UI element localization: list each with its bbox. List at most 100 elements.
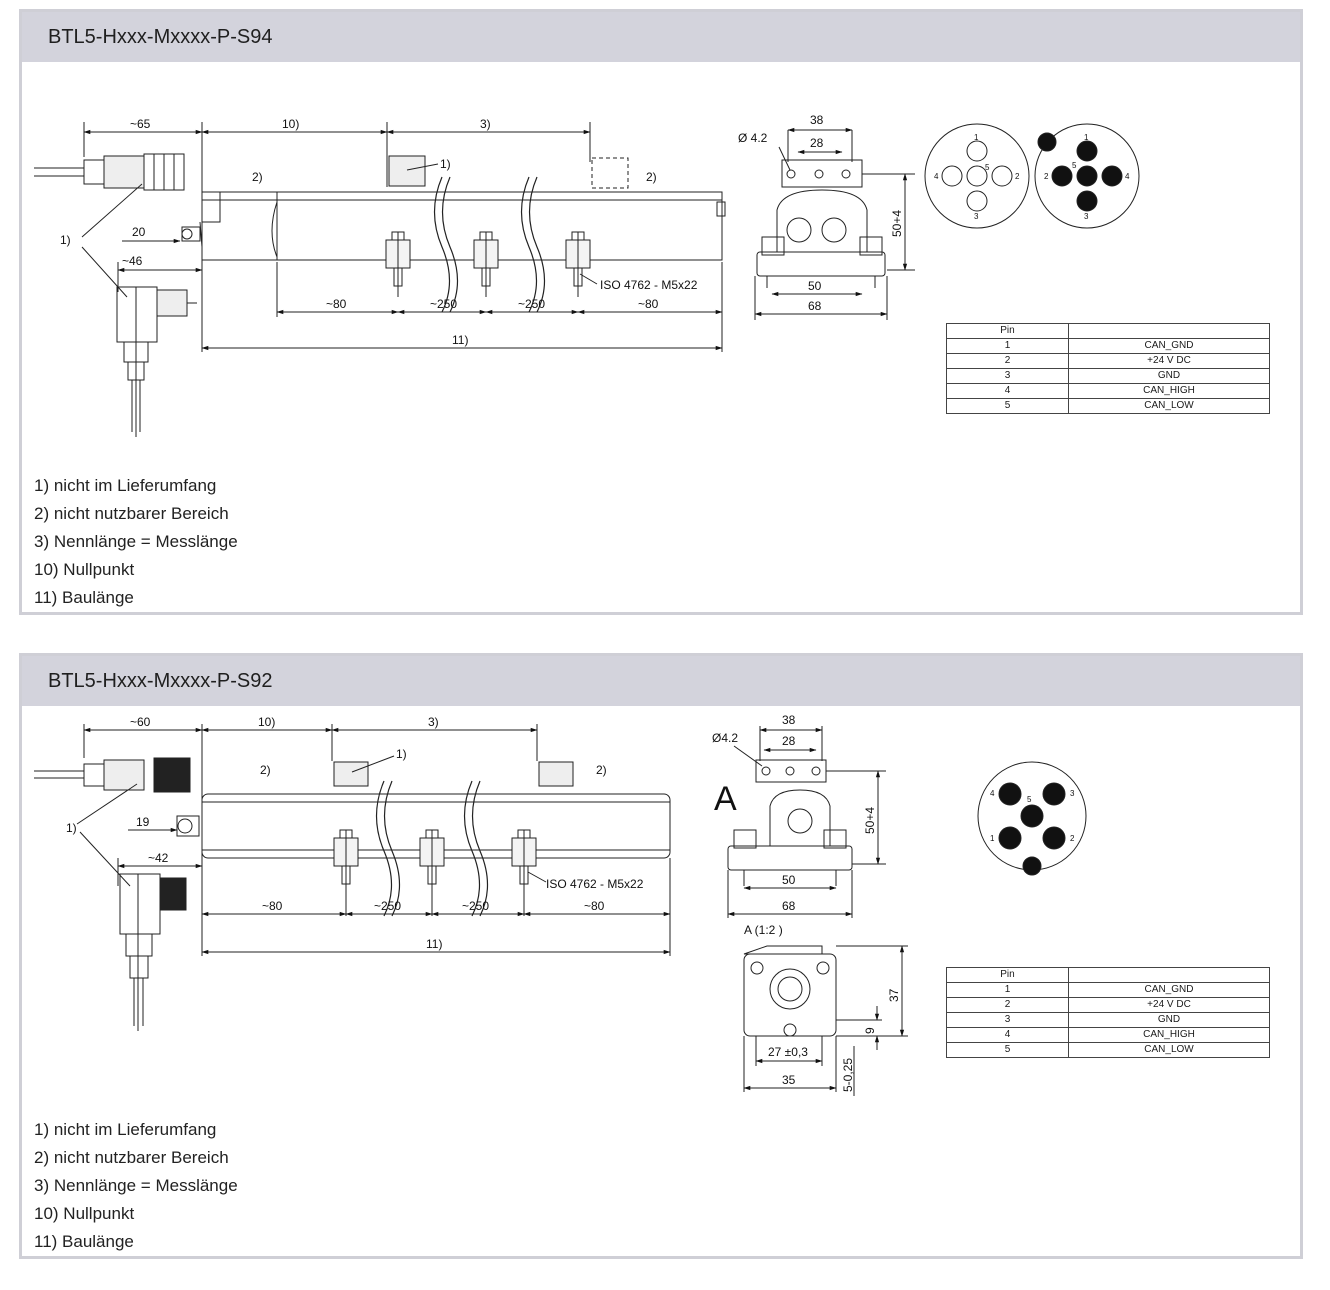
dim-50: 50	[808, 279, 822, 293]
dim-46: ~46	[122, 254, 143, 268]
pin-label: 1	[1084, 133, 1089, 142]
pin-label: 4	[1125, 172, 1130, 181]
table-cell: +24 V DC	[1068, 997, 1270, 1013]
dim-19: 19	[136, 815, 150, 829]
footnote: 1) nicht im Lieferumfang	[34, 476, 217, 495]
dim-50: 50	[782, 873, 796, 887]
pin-label: 3	[1070, 789, 1075, 798]
note-ref-1: 1)	[396, 747, 407, 761]
footnote: 10) Nullpunkt	[34, 1204, 135, 1223]
table-cell: CAN_LOW	[1068, 1042, 1270, 1058]
dim-80-left: ~80	[262, 899, 283, 913]
footnotes: 1) nicht im Lieferumfang 2) nicht nutzba…	[34, 1116, 238, 1256]
dim-10: 10)	[258, 715, 275, 729]
dim-28: 28	[782, 734, 796, 748]
dim-38: 38	[810, 113, 824, 127]
pin-label: 2	[1015, 172, 1020, 181]
table-cell: CAN_HIGH	[1068, 383, 1270, 399]
dim-50-4: 50+4	[890, 210, 904, 237]
table-cell: 5	[946, 1042, 1069, 1058]
table-cell: 4	[946, 1027, 1069, 1043]
table-cell: +24 V DC	[1068, 353, 1270, 369]
footnote: 1) nicht im Lieferumfang	[34, 1120, 217, 1139]
note-ref-2b: 2)	[596, 763, 607, 777]
dim-3: 3)	[428, 715, 439, 729]
dim-5: 5-0,25	[841, 1058, 855, 1092]
pin-label: 5	[1027, 795, 1032, 804]
table-cell: 3	[946, 368, 1069, 384]
panel-title: BTL5-Hxxx-Mxxxx-P-S92	[22, 656, 1300, 706]
note-ref-2b: 2)	[646, 170, 657, 184]
dim-42: ~42	[148, 851, 169, 865]
dim-10: 10)	[282, 117, 299, 131]
dim-50-4: 50+4	[863, 807, 877, 834]
table-row: 2+24 V DC	[946, 997, 1270, 1013]
note-ref-2a: 2)	[252, 170, 263, 184]
dim-250-b: ~250	[518, 297, 545, 311]
table-cell: CAN_LOW	[1068, 398, 1270, 414]
table-cell: 1	[946, 338, 1069, 354]
table-header-row: Pin	[946, 323, 1270, 339]
footnote: 3) Nennlänge = Messlänge	[34, 1176, 238, 1195]
table-row: 2+24 V DC	[946, 353, 1270, 369]
table-cell: CAN_GND	[1068, 338, 1270, 354]
dim-cable-length: ~65	[130, 117, 151, 131]
dim-phi: Ø 4.2	[738, 131, 768, 145]
technical-drawing-s92: ~60 10) 3) 1) 2) 2) 1) 19 ~42 ~80 ~250 ~…	[34, 713, 1087, 1096]
table-header: Pin	[946, 967, 1069, 983]
pin-label: 3	[1084, 212, 1089, 221]
dim-250-b: ~250	[462, 899, 489, 913]
dim-68: 68	[808, 299, 822, 313]
table-header-row: Pin	[946, 967, 1270, 983]
table-header: Pin	[946, 323, 1069, 339]
dim-37: 37	[887, 988, 901, 1002]
dim-250-a: ~250	[430, 297, 457, 311]
dim-250-a: ~250	[374, 899, 401, 913]
footnote: 11) Baulänge	[34, 588, 134, 607]
table-cell: 3	[946, 1012, 1069, 1028]
pin-label: 2	[1044, 172, 1049, 181]
iso-label: ISO 4762 - M5x22	[600, 278, 698, 292]
footnote: 2) nicht nutzbarer Bereich	[34, 504, 229, 523]
note-ref-1-left: 1)	[66, 821, 77, 835]
table-cell: 5	[946, 398, 1069, 414]
dim-80-right: ~80	[584, 899, 605, 913]
pin-label: 3	[974, 212, 979, 221]
pin-label: 1	[990, 834, 995, 843]
dim-20: 20	[132, 225, 146, 239]
dim-cable-length: ~60	[130, 715, 151, 729]
table-cell: 2	[946, 997, 1069, 1013]
dim-38: 38	[782, 713, 796, 727]
technical-drawing-s94: ~65 10) 3) 1) 2) 2) 1) 20 ~46 ~80 ~250 ~…	[34, 113, 1140, 437]
table-cell: 4	[946, 383, 1069, 399]
dim-phi: Ø4.2	[712, 731, 738, 745]
pin-label: 5	[985, 163, 990, 172]
footnote: 10) Nullpunkt	[34, 560, 135, 579]
dim-28: 28	[810, 136, 824, 150]
footnotes: 1) nicht im Lieferumfang 2) nicht nutzba…	[34, 472, 238, 612]
table-header	[1068, 323, 1270, 339]
table-cell: GND	[1068, 368, 1270, 384]
pin-label: 4	[934, 172, 939, 181]
table-cell: GND	[1068, 1012, 1270, 1028]
panel-title: BTL5-Hxxx-Mxxxx-P-S94	[22, 12, 1300, 62]
panel-s92: BTL5-Hxxx-Mxxxx-P-S92	[19, 653, 1303, 1259]
pin-label: 2	[1070, 834, 1075, 843]
table-cell: 2	[946, 353, 1069, 369]
note-ref-1-left: 1)	[60, 233, 71, 247]
iso-label: ISO 4762 - M5x22	[546, 877, 644, 891]
dim-68: 68	[782, 899, 796, 913]
table-cell: CAN_GND	[1068, 982, 1270, 998]
pin-label: 1	[974, 133, 979, 142]
pin-label: 4	[990, 789, 995, 798]
table-cell: CAN_HIGH	[1068, 1027, 1270, 1043]
dim-35: 35	[782, 1073, 796, 1087]
